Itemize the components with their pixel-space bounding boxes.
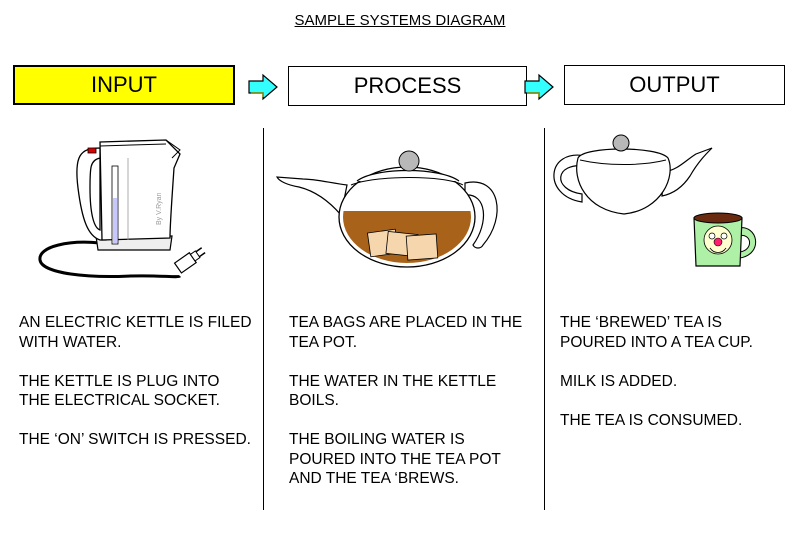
kettle-icon: [38, 139, 206, 279]
arrow-right-icon: [524, 73, 554, 101]
output-text-1: THE ‘BREWED’ TEA IS POURED INTO A TEA CU…: [560, 314, 753, 351]
input-description: AN ELECTRIC KETTLE IS FILED WITH WATER. …: [19, 313, 254, 469]
output-label: OUTPUT: [629, 72, 720, 97]
input-label: INPUT: [91, 72, 157, 97]
output-text-2: MILK IS ADDED.: [560, 372, 678, 390]
mug-icon: [693, 212, 757, 267]
process-text-2: THE WATER IN THE KETTLE BOILS.: [289, 372, 497, 410]
output-description: THE ‘BREWED’ TEA IS POURED INTO A TEA CU…: [560, 313, 790, 450]
kettle-signature: By V.Ryan: [156, 192, 163, 225]
teapot-with-tea-icon: [275, 150, 498, 268]
teapot-icon: [553, 134, 713, 215]
input-text-3: THE ‘ON’ SWITCH IS PRESSED.: [19, 431, 251, 448]
input-box: INPUT: [13, 65, 235, 105]
process-text-3: THE BOILING WATER IS POURED INTO THE TEA…: [289, 431, 501, 487]
input-text-1: AN ELECTRIC KETTLE IS FILED WITH WATER.: [19, 314, 252, 351]
output-box: OUTPUT: [564, 65, 785, 105]
column-divider: [263, 128, 264, 510]
process-box: PROCESS: [288, 66, 527, 106]
input-text-2: THE KETTLE IS PLUG INTO THE ELECTRICAL S…: [19, 372, 220, 410]
output-text-3: THE TEA IS CONSUMED.: [560, 411, 743, 429]
arrow-right-icon: [248, 73, 278, 101]
process-description: TEA BAGS ARE PLACED IN THE TEA POT. THE …: [289, 313, 524, 508]
process-label: PROCESS: [353, 73, 462, 98]
column-divider: [544, 128, 545, 510]
diagram-title: SAMPLE SYSTEMS DIAGRAM: [294, 12, 506, 29]
process-text-1: TEA BAGS ARE PLACED IN THE TEA POT.: [289, 314, 523, 351]
